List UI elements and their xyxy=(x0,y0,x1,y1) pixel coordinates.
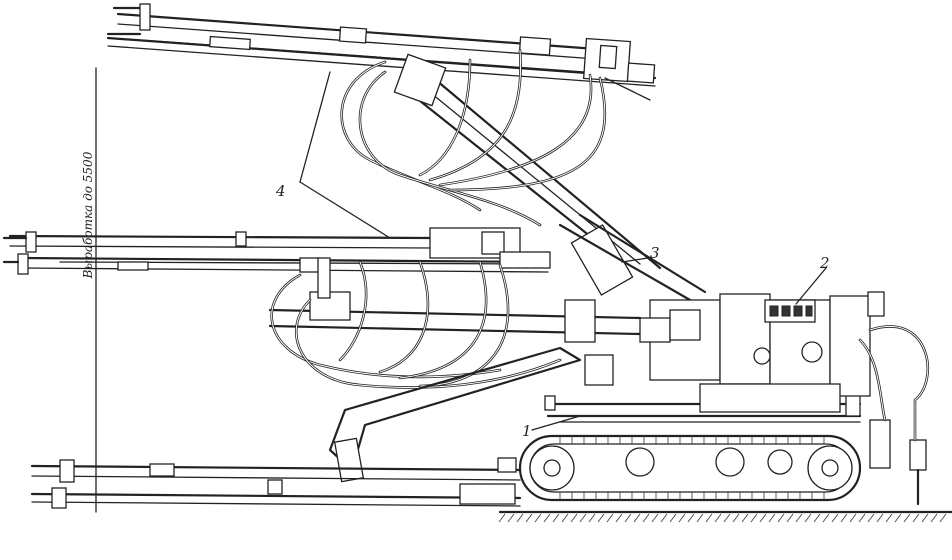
ground-hatch-mark xyxy=(769,514,775,522)
ground-hatch-mark xyxy=(706,514,712,522)
ground-hatch-mark xyxy=(535,514,541,522)
ground-hatch-mark xyxy=(670,514,676,522)
ground-hatch-mark xyxy=(544,514,550,522)
callout-4: 4 xyxy=(275,182,286,200)
ground-hatch-mark xyxy=(634,514,640,522)
ground-hatch-mark xyxy=(499,514,505,522)
ground-hatch-mark xyxy=(553,514,559,522)
face-height-dimension: Выработка до 5500 xyxy=(81,68,96,512)
ground-hatch-mark xyxy=(562,514,568,522)
ground-hatch-mark xyxy=(760,514,766,522)
ground-hatch-mark xyxy=(625,514,631,522)
ground-hatch-mark xyxy=(697,514,703,522)
ground-hatch-mark xyxy=(868,514,874,522)
ground-hatch-mark xyxy=(877,514,883,522)
ground-hatch-mark xyxy=(886,514,892,522)
ground-hatch-mark xyxy=(787,514,793,522)
middle-boom-assembly xyxy=(4,228,640,388)
ground-hatch-mark xyxy=(940,514,946,522)
ground-hatch-mark xyxy=(742,514,748,522)
ground-hatch-mark xyxy=(805,514,811,522)
ground-hatch-mark xyxy=(832,514,838,522)
ground-hatch-mark xyxy=(580,514,586,522)
ground-hatch-mark xyxy=(859,514,865,522)
ground-hatch-mark xyxy=(778,514,784,522)
ground-hatch-mark xyxy=(598,514,604,522)
ground-hatch-mark xyxy=(904,514,910,522)
ground-line xyxy=(499,512,952,522)
bottom-boom-assembly xyxy=(32,458,520,508)
ground-hatch-mark xyxy=(679,514,685,522)
ground-hatch-mark xyxy=(922,514,928,522)
callout-3: 3 xyxy=(650,244,660,262)
callout-2: 2 xyxy=(819,254,830,272)
ground-hatch-mark xyxy=(571,514,577,522)
ground-hatch-mark xyxy=(688,514,694,522)
ground-hatch-mark xyxy=(643,514,649,522)
ground-hatch-mark xyxy=(526,514,532,522)
ground-hatch-mark xyxy=(616,514,622,522)
ground-hatch-mark xyxy=(508,514,514,522)
ground-hatch-mark xyxy=(517,514,523,522)
ground-hatch-mark xyxy=(607,514,613,522)
callout-1: 1 xyxy=(522,422,532,440)
ground-hatch-mark xyxy=(913,514,919,522)
ground-hatch-mark xyxy=(652,514,658,522)
ground-hatch-mark xyxy=(733,514,739,522)
ground-hatch-mark xyxy=(823,514,829,522)
ground-hatch-mark xyxy=(931,514,937,522)
top-boom-assembly xyxy=(108,4,660,268)
ground-hatch-mark xyxy=(589,514,595,522)
ground-hatch-mark xyxy=(661,514,667,522)
vertical-label: Выработка до 5500 xyxy=(81,151,95,279)
ground-hatch-mark xyxy=(751,514,757,522)
ground-hatch-mark xyxy=(841,514,847,522)
ground-hatch-mark xyxy=(796,514,802,522)
ground-hatch-mark xyxy=(850,514,856,522)
ground-hatch-mark xyxy=(895,514,901,522)
ground-hatch-mark xyxy=(814,514,820,522)
ground-hatch-mark xyxy=(724,514,730,522)
ground-hatch-mark xyxy=(715,514,721,522)
